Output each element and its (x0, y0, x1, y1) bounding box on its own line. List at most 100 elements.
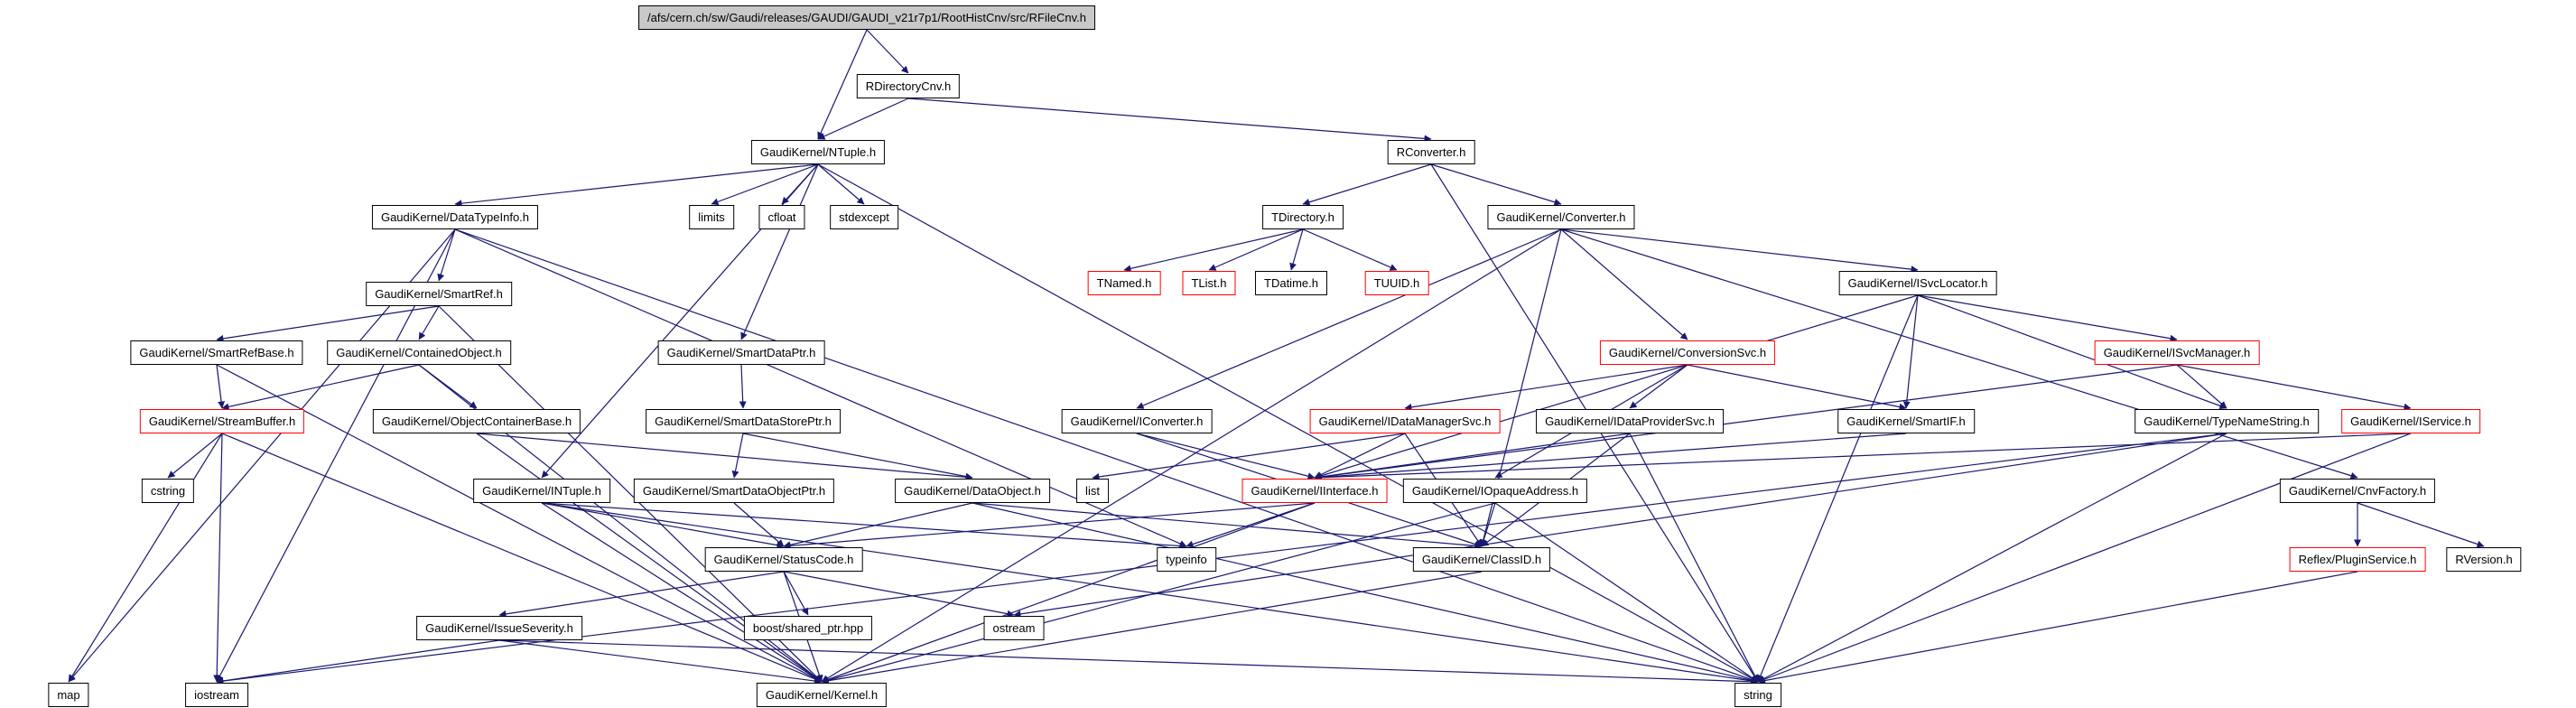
include-edge-converter--conversionsvc (1560, 228, 1688, 340)
include-edge-converter--iconverter (1136, 228, 1562, 409)
include-edge-rconverter--tdirectory (1302, 163, 1432, 206)
include-edge-ntuple--limits (711, 163, 819, 206)
graph-node-stdexcept[interactable]: stdexcept (830, 205, 898, 229)
graph-node-cnvfactory[interactable]: GaudiKernel/CnvFactory.h (2279, 479, 2436, 503)
graph-node-rversion[interactable]: RVersion.h (2446, 547, 2522, 572)
graph-node-tlist[interactable]: TList.h (1182, 271, 1236, 295)
include-edge-ntuple--datatypeinfo (454, 163, 819, 208)
include-edge-rfilecnv--ntuple (817, 29, 868, 140)
graph-node-tdatime[interactable]: TDatime.h (1255, 271, 1327, 295)
graph-node-smartref[interactable]: GaudiKernel/SmartRef.h (366, 282, 512, 306)
include-edge-converter--isvclocator (1560, 228, 1919, 274)
graph-node-classid[interactable]: GaudiKernel/ClassID.h (1412, 547, 1551, 572)
include-edge-streambuffer--kernel (221, 433, 823, 683)
graph-node-iopaqueaddress[interactable]: GaudiKernel/IOpaqueAddress.h (1402, 479, 1588, 503)
include-edge-isvclocator--smartif (1902, 294, 1919, 409)
graph-node-converter[interactable]: GaudiKernel/Converter.h (1487, 205, 1635, 229)
include-edge-rdirectorycnv--rconverter (907, 98, 1432, 143)
include-edge-typenamestring--string (1757, 433, 2227, 683)
graph-node-containedobject[interactable]: GaudiKernel/ContainedObject.h (327, 340, 511, 365)
include-edge-datatypeinfo--string (454, 228, 1759, 684)
graph-node-smartdataobjectptr[interactable]: GaudiKernel/SmartDataObjectPtr.h (633, 479, 835, 503)
include-edge-statuscode--boostsharedptr (783, 571, 809, 616)
include-edge-rconverter--converter (1430, 163, 1562, 206)
include-edge-isvclocator--string (1757, 294, 1919, 683)
graph-node-cfloat[interactable]: cfloat (758, 205, 805, 229)
graph-node-iinterface[interactable]: GaudiKernel/IInterface.h (1242, 479, 1388, 503)
include-edge-streambuffer--cstring (167, 433, 223, 479)
graph-node-map[interactable]: map (48, 683, 89, 707)
graph-node-tdirectory[interactable]: TDirectory.h (1262, 205, 1344, 229)
include-edge-intuple--string (541, 502, 1759, 685)
include-edge-dataobject--statuscode (783, 502, 973, 549)
graph-node-idatamanagersvc[interactable]: GaudiKernel/IDataManagerSvc.h (1309, 409, 1501, 433)
include-edge-iservice--string (1757, 433, 2412, 684)
graph-node-rdirectorycnv[interactable]: RDirectoryCnv.h (856, 74, 961, 98)
graph-node-pluginservice[interactable]: Reflex/PluginService.h (2289, 547, 2426, 572)
include-edge-conversionsvc--smartif (1687, 364, 1907, 411)
include-edge-iinterface--typeinfo (1186, 502, 1316, 548)
include-edge-smartdataptr--smartdatastoreptr (739, 364, 747, 409)
include-edge-tdirectory--tdatime (1289, 228, 1304, 271)
include-edge-datatypeinfo--smartref (437, 228, 456, 282)
graph-node-rfilecnv: /afs/cern.ch/sw/Gaudi/releases/GAUDI/GAU… (638, 5, 1095, 30)
graph-node-iservice[interactable]: GaudiKernel/IService.h (2341, 409, 2480, 433)
graph-node-datatypeinfo[interactable]: GaudiKernel/DataTypeInfo.h (371, 205, 539, 229)
graph-node-smartdatastoreptr[interactable]: GaudiKernel/SmartDataStorePtr.h (646, 409, 841, 433)
include-edge-issueseverity--kernel (498, 639, 823, 685)
graph-node-smartrefbase[interactable]: GaudiKernel/SmartRefBase.h (130, 340, 303, 365)
include-edge-isvclocator--typenamestring (1917, 294, 2227, 410)
include-edge-isvclocator--isvcmanager (1917, 294, 2178, 342)
include-edge-idataprovidersvc--iinterface (1314, 433, 1631, 480)
graph-node-ntuple[interactable]: GaudiKernel/NTuple.h (750, 140, 886, 164)
include-edge-tdirectory--tuuid (1302, 228, 1398, 271)
include-edge-objectcontainerbase--kernel (476, 433, 823, 683)
graph-node-isvclocator[interactable]: GaudiKernel/ISvcLocator.h (1838, 271, 1997, 295)
graph-node-tnamed[interactable]: TNamed.h (1087, 271, 1161, 295)
graph-node-isvcmanager[interactable]: GaudiKernel/ISvcManager.h (2094, 340, 2260, 365)
graph-node-ostream[interactable]: ostream (983, 616, 1045, 640)
include-edge-iservice--iinterface (1314, 433, 2412, 481)
include-edge-statuscode--ostream (783, 571, 1015, 618)
graph-node-list[interactable]: list (1076, 479, 1109, 503)
include-edge-cnvfactory--rversion (2357, 502, 2485, 548)
include-edge-smartrefbase--kernel (216, 364, 823, 683)
include-edge-smartdataobjectptr--statuscode (733, 502, 785, 547)
graph-node-intuple[interactable]: GaudiKernel/INTuple.h (473, 479, 610, 503)
graph-node-typeinfo[interactable]: typeinfo (1157, 547, 1216, 572)
graph-node-iconverter[interactable]: GaudiKernel/IConverter.h (1061, 409, 1213, 433)
graph-node-rconverter[interactable]: RConverter.h (1387, 140, 1475, 164)
graph-node-dataobject[interactable]: GaudiKernel/DataObject.h (895, 479, 1050, 503)
include-edge-streambuffer--map (68, 433, 223, 683)
graph-node-kernel[interactable]: GaudiKernel/Kernel.h (756, 683, 888, 707)
include-edge-tdirectory--tlist (1208, 228, 1304, 271)
include-edge-iconverter--iinterface (1136, 433, 1316, 480)
graph-node-limits[interactable]: limits (689, 205, 734, 229)
include-edge-rfilecnv--rdirectorycnv (866, 29, 909, 74)
graph-node-streambuffer[interactable]: GaudiKernel/StreamBuffer.h (139, 409, 305, 433)
include-edge-smartref--containedobject (418, 305, 440, 340)
include-edge-smartdatastoreptr--smartdataobjectptr (731, 433, 744, 479)
graph-node-objectcontainerbase[interactable]: GaudiKernel/ObjectContainerBase.h (372, 409, 581, 433)
include-edge-ntuple--string (817, 163, 1759, 683)
graph-node-issueseverity[interactable]: GaudiKernel/IssueSeverity.h (416, 616, 582, 640)
graph-node-iostream[interactable]: iostream (185, 683, 248, 707)
include-edge-typenamestring--ostream (1013, 433, 2227, 618)
include-edge-smartif--iinterface (1314, 433, 1907, 481)
graph-node-conversionsvc[interactable]: GaudiKernel/ConversionSvc.h (1599, 340, 1776, 365)
graph-node-smartif[interactable]: GaudiKernel/SmartIF.h (1837, 409, 1975, 433)
graph-node-tuuid[interactable]: TUUID.h (1364, 271, 1429, 295)
graph-node-string[interactable]: string (1734, 683, 1781, 707)
include-edge-idatamanagersvc--list (1092, 433, 1406, 480)
graph-node-typenamestring[interactable]: GaudiKernel/TypeNameString.h (2134, 409, 2319, 433)
include-edge-dataobject--classid (972, 502, 1483, 550)
graph-node-smartdataptr[interactable]: GaudiKernel/SmartDataPtr.h (657, 340, 825, 365)
graph-node-idataprovidersvc[interactable]: GaudiKernel/IDataProviderSvc.h (1536, 409, 1724, 433)
include-edge-ntuple--stdexcept (817, 163, 865, 205)
include-edge-issueseverity--string (498, 639, 1759, 685)
graph-node-boostsharedptr[interactable]: boost/shared_ptr.hpp (743, 616, 873, 640)
include-edge-conversionsvc--idataprovidersvc (1629, 364, 1688, 409)
graph-node-statuscode[interactable]: GaudiKernel/StatusCode.h (704, 547, 863, 572)
graph-node-cstring[interactable]: cstring (141, 479, 195, 503)
